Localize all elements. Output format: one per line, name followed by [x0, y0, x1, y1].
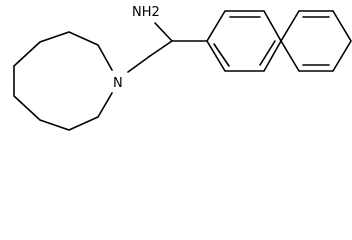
double-bond-3: [259, 40, 276, 66]
ring-nitrogen-label: N: [113, 76, 123, 91]
azocane-ring-bonds: [13, 31, 113, 131]
bond-ch-nh2: [154, 22, 173, 42]
amine-label: NH2: [132, 5, 160, 20]
bond-ch2-ch: [149, 40, 173, 57]
naphthalene-ring-system: [206, 10, 352, 72]
bond-n-ch2: [127, 55, 151, 73]
structure-diagram: NH2 N: [13, 5, 352, 131]
azocane-ring: [13, 31, 113, 131]
naphthalene-left-ring: [206, 10, 282, 72]
side-chain: [127, 22, 208, 73]
naphthalene-right-ring: [280, 10, 352, 72]
double-bond-2: [213, 43, 230, 67]
